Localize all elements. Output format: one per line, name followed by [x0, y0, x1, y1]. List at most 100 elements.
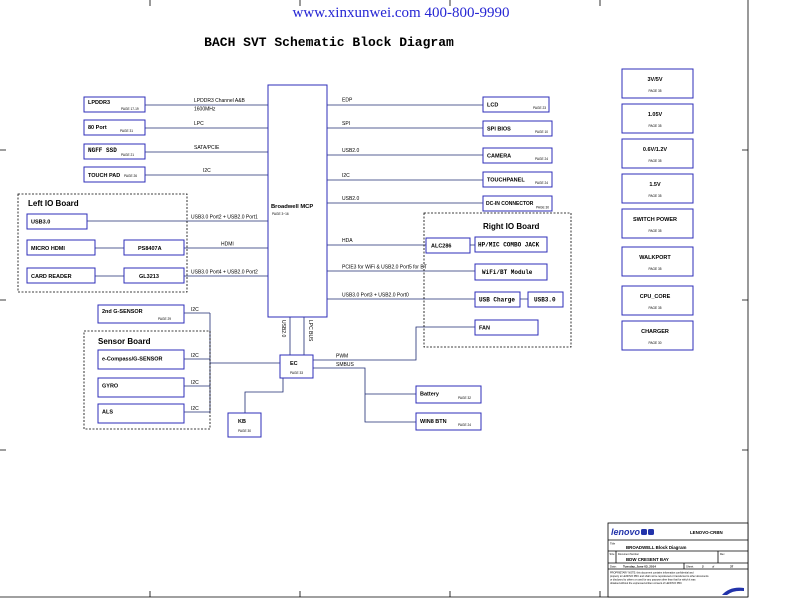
- lcd-block: EDP LCD PAGE 23: [342, 96, 550, 113]
- lpddr3-speed-label: 1600MHz: [194, 107, 216, 113]
- date-field-label: Date:: [610, 565, 617, 569]
- title-block: lenovo LENOVO-CRBN Title BROADWELL Block…: [607, 522, 749, 598]
- sheet-of-label: of: [712, 565, 715, 569]
- ec-label: EC: [290, 361, 298, 367]
- touchpad-i2c-label: I2C: [203, 168, 211, 174]
- diagram-title: BACH SVT Schematic Block Diagram: [204, 35, 454, 50]
- lenovo-logo: lenovo: [611, 527, 641, 537]
- kb-page-ref: PAGE 30: [238, 429, 251, 433]
- ps8407a-box: [123, 239, 185, 256]
- date-field-value: Tuesday, June 03, 2014: [623, 565, 656, 569]
- mcp-ec-lpc-label: LPC BUS: [307, 320, 313, 342]
- sensor-board: Sensor Board e-Compass/G-SENSOR GYRO ALS: [83, 330, 211, 430]
- kb-block: KB PAGE 30: [227, 412, 262, 438]
- lpc-bus-label: LPC: [194, 121, 204, 127]
- broadwell-mcp-box: [267, 84, 328, 318]
- wire-sensor-i2c-bus: [184, 312, 280, 413]
- left-usb-label: USB3.0: [31, 220, 50, 226]
- touchpanel-block: I2C TOUCHPANEL PAGE 24: [342, 171, 553, 188]
- als-box: [97, 403, 185, 424]
- gsensor2-block: 2nd G-SENSOR PAGE 29 I2C: [97, 304, 199, 324]
- power-label-charger: CHARGER: [641, 329, 669, 335]
- title-block-grid: [608, 539, 748, 570]
- card-reader-box: [26, 267, 96, 284]
- power-page-3v5v: PAGE 35: [648, 89, 661, 93]
- dc-in-bus-label: USB2.0: [342, 196, 359, 202]
- gsensor2-box: [97, 304, 185, 324]
- power-label-1v05: 1.05V: [648, 112, 663, 118]
- ec-page-ref: PAGE 33: [290, 371, 303, 375]
- sheet-total: 37: [730, 565, 734, 569]
- left-io-board-title: Left IO Board: [28, 199, 79, 208]
- wire-mcp-to-ec: [289, 317, 305, 355]
- broadwell-mcp-label: Broadwell MCP: [271, 204, 313, 210]
- gyro-label: GYRO: [102, 384, 119, 390]
- wifi-bt-bus-label: PCIE3 for WiFi & USB2.0 Port5 for BT: [342, 265, 427, 271]
- gsensor2-label: 2nd G-SENSOR: [102, 309, 143, 315]
- camera-label: CAMERA: [487, 154, 511, 160]
- power-page-0v6-1v2: PAGE 35: [648, 159, 661, 163]
- power-page-1v5: PAGE 35: [648, 194, 661, 198]
- dc-in-connector-block: USB2.0 DC-IN CONNECTOR PAGE 30: [342, 195, 553, 212]
- combo-jack-label: HP/MIC COMBO JACK: [478, 242, 540, 249]
- wifi-bt-module-box: [474, 263, 548, 281]
- dc-in-connector-page-ref: PAGE 30: [536, 206, 549, 210]
- ecompass-gsensor-label: e-Compass/G-SENSOR: [102, 357, 163, 363]
- power-box-3v5v: [621, 68, 694, 99]
- frame-tick-marks: [0, 0, 748, 597]
- touch-pad-page-ref: PAGE 26: [124, 174, 137, 178]
- kb-label: KB: [238, 419, 246, 425]
- right-usb-port-box: [527, 291, 564, 308]
- power-page-walkport: PAGE 35: [648, 267, 661, 271]
- camera-bus-label: USB2.0: [342, 148, 359, 154]
- ec-block: EC PAGE 33: [279, 354, 314, 379]
- spi-bios-label: SPI BIOS: [487, 127, 511, 133]
- usb-charge-box: [474, 291, 521, 308]
- win8-btn-label: WIN8 BTN: [420, 419, 447, 425]
- win8-btn-page-ref: PAGE 24: [458, 423, 471, 427]
- broadwell-mcp-block: Broadwell MCP PAGE 3~16: [267, 84, 328, 318]
- ecompass-i2c-label: I2C: [191, 353, 199, 359]
- port80-block: 80 Port PAGE 31: [83, 119, 146, 136]
- power-box-switch-power: [621, 208, 694, 239]
- mcp-ec-usb-label: USB2.0: [280, 320, 286, 337]
- gsensor2-i2c-label: I2C: [191, 307, 199, 313]
- broadwell-mcp-page-ref: PAGE 3~16: [272, 212, 289, 216]
- title-field-label: Title: [610, 542, 616, 546]
- title-block-graphic: [722, 587, 744, 595]
- gl3213-box: [123, 267, 185, 284]
- power-label-walkport: WALKPORT: [639, 255, 671, 261]
- left-io-board-outline: [17, 193, 188, 293]
- wifi-bt-module-label: WiFi/BT Module: [482, 269, 533, 276]
- ngff-ssd-page-ref: PAGE 21: [121, 153, 134, 157]
- spi-bios-box: [482, 120, 553, 137]
- right-usb-port-label: USB3.0: [534, 297, 556, 304]
- smbus-bus-label: SMBUS: [336, 362, 354, 368]
- right-usb-bus-label: USB3.0 Port3 + USB2.0 Port0: [342, 293, 409, 299]
- power-box-0v6-1v2: [621, 138, 694, 169]
- left-usb-box: [26, 213, 88, 230]
- card-reader-bus-label: USB3.0 Port4 + USB2.0 Port2: [191, 270, 258, 276]
- power-label-1v5: 1.5V: [649, 182, 661, 188]
- touchpanel-box: [482, 171, 553, 188]
- lpddr3-page-ref: PAGE 17-19: [121, 107, 139, 111]
- als-i2c-label: I2C: [191, 406, 199, 412]
- port80-page-ref: PAGE 31: [120, 129, 133, 133]
- camera-block: USB2.0 CAMERA PAGE 24: [342, 147, 553, 164]
- lpddr3-box: [83, 96, 146, 113]
- proprietary-note-line-4: obtained without the expressed written c…: [610, 582, 682, 585]
- combo-jack-box: [474, 236, 548, 253]
- lpddr3-label: LPDDR3: [88, 100, 110, 106]
- power-label-cpu-core: CPU_CORE: [640, 294, 671, 300]
- touchpanel-label: TOUCHPANEL: [487, 178, 525, 184]
- gsensor2-page-ref: PAGE 29: [158, 317, 171, 321]
- sheet-number: 2: [702, 565, 704, 569]
- fan-box: [474, 319, 539, 336]
- battery-block: Battery PAGE 32: [415, 385, 482, 404]
- wire-ec-to-kb: [244, 378, 284, 413]
- power-box-1v5: [621, 173, 694, 204]
- right-io-board-title: Right IO Board: [483, 222, 540, 231]
- spi-bus-label: SPI: [342, 121, 350, 127]
- touchpanel-bus-label: I2C: [342, 173, 350, 179]
- touchpanel-page-ref: PAGE 24: [535, 181, 548, 185]
